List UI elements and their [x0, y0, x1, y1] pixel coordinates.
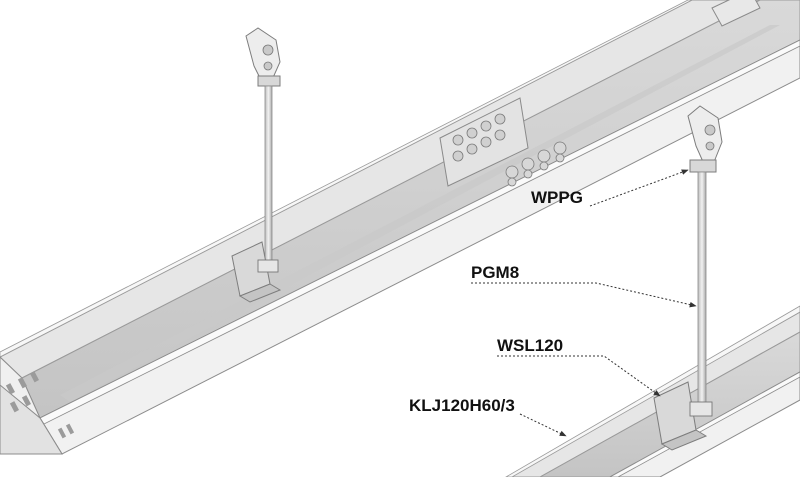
cable-tray-upper	[0, 0, 800, 455]
tray-slots	[5, 371, 75, 439]
label-pgm8: PGM8	[471, 263, 520, 282]
cable-tray-lower	[505, 305, 800, 477]
leader-lines	[471, 169, 697, 437]
leader-klj	[519, 413, 567, 437]
leader-wppg	[589, 169, 689, 207]
support-bracket-upper	[231, 241, 282, 303]
leader-wsl	[497, 355, 661, 397]
label-wsl120: WSL120	[497, 336, 564, 355]
ceiling-bracket-upper	[245, 27, 281, 87]
hanger-assembly-upper	[231, 27, 282, 303]
threaded-rod-lower	[697, 171, 707, 411]
threaded-rod-upper	[264, 85, 273, 265]
label-wppg: WPPG	[531, 188, 583, 207]
hanger-assembly-lower	[653, 105, 723, 451]
coupling-plate	[439, 97, 529, 187]
label-klj120h60: KLJ120H60/3	[409, 396, 515, 415]
support-bracket-lower	[653, 381, 713, 451]
leader-pgm8	[471, 282, 697, 308]
coupling-bolts	[505, 141, 567, 187]
ceiling-bracket-lower	[687, 105, 723, 173]
